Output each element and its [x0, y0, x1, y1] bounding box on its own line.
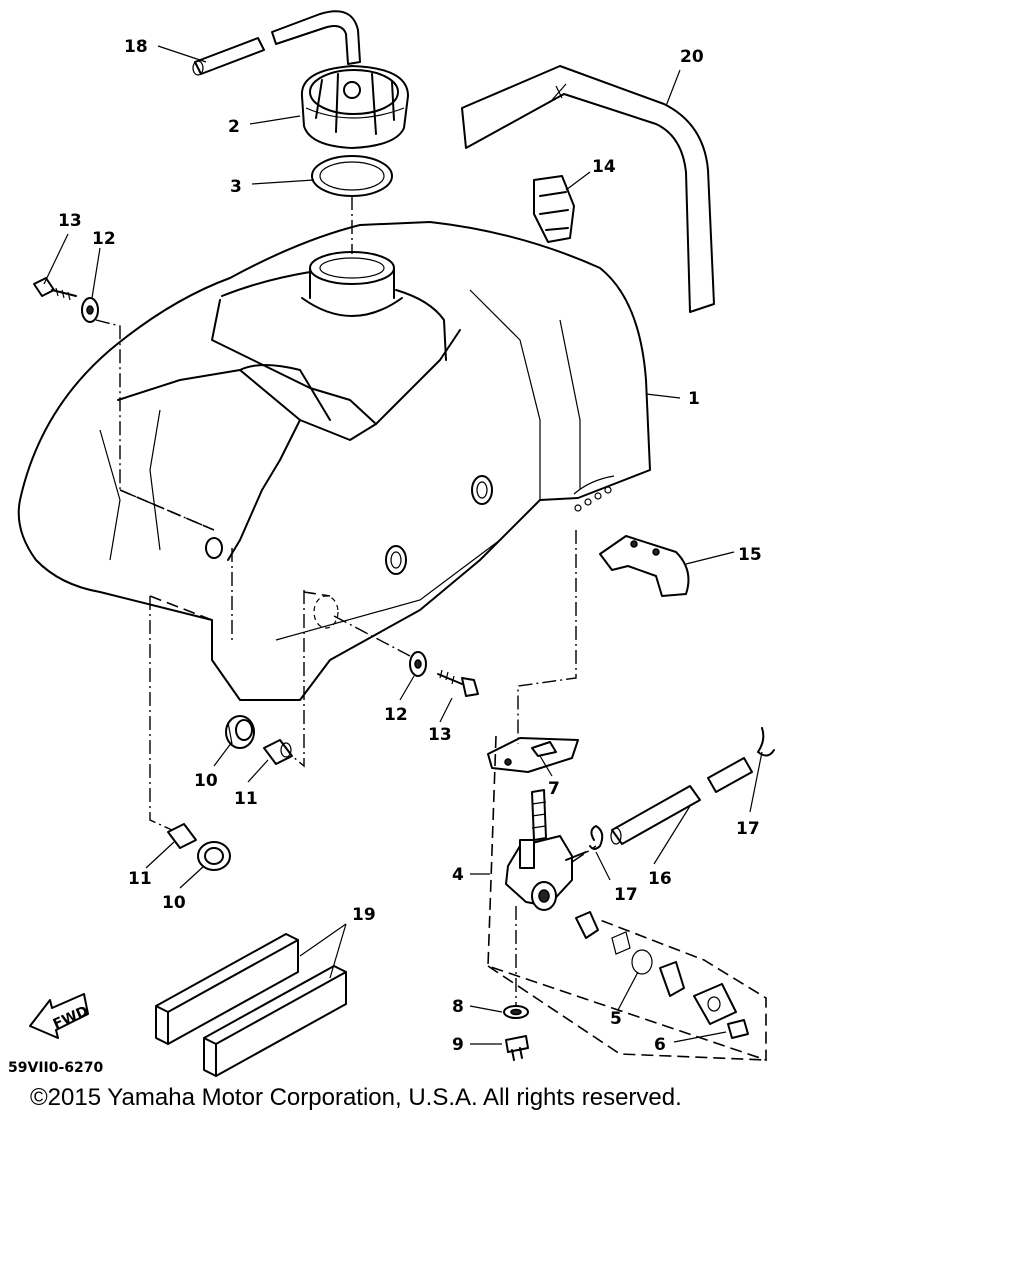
part-17-hose-clip-upper [757, 727, 775, 757]
part-12-washer-upper [81, 297, 99, 323]
part-4-fuel-cock-assembly [487, 735, 767, 1062]
callout-1: 1 [688, 389, 700, 409]
callout-2: 2 [228, 117, 240, 137]
part-15-bracket [599, 535, 690, 597]
callout-15: 15 [738, 545, 762, 565]
callout-14: 14 [592, 157, 616, 177]
callout-7: 7 [548, 779, 560, 799]
part-17-hose-clip-lower [589, 825, 604, 850]
part-3-cap-gasket [311, 155, 393, 197]
callout-5: 5 [610, 1009, 622, 1029]
callout-labels: 18 2 3 20 14 13 12 1 15 12 13 10 11 11 1… [58, 37, 762, 1055]
callout-13-lower: 13 [428, 725, 452, 745]
fwd-arrow-icon: FWD [29, 993, 91, 1039]
copyright-notice: ©2015 Yamaha Motor Corporation, U.S.A. A… [30, 1084, 682, 1111]
callout-10-lower: 10 [162, 893, 186, 913]
part-13-bolt-upper [33, 277, 77, 301]
part-10-grommet-upper [225, 715, 255, 749]
callout-9: 9 [452, 1035, 464, 1055]
part-11-collar-upper [263, 739, 293, 765]
callout-11-lower: 11 [128, 869, 152, 889]
assembly-guide-lines [95, 196, 597, 1006]
callout-19: 19 [352, 905, 376, 925]
part-10-grommet-lower [197, 841, 231, 871]
part-11-collar-lower [167, 823, 197, 849]
callout-11-upper: 11 [234, 789, 258, 809]
callout-18: 18 [124, 37, 148, 57]
part-1-fuel-tank [17, 221, 651, 701]
callout-17-lower: 17 [614, 885, 638, 905]
callout-leaders [43, 45, 763, 1045]
callout-4: 4 [452, 865, 464, 885]
drawing-code: 59VII0-6270 [8, 1060, 104, 1076]
part-16-fuel-hose [610, 757, 753, 845]
part-20-tank-strap [461, 65, 715, 313]
callout-13-upper: 13 [58, 211, 82, 231]
callout-16: 16 [648, 869, 672, 889]
callout-8: 8 [452, 997, 464, 1017]
callout-10-upper: 10 [194, 771, 218, 791]
part-12-washer-lower [409, 651, 427, 677]
callout-20: 20 [680, 47, 704, 67]
part-2-fuel-cap [300, 65, 409, 149]
part-19-foam-blocks [155, 933, 347, 1077]
part-14-strap-clip [533, 175, 575, 243]
callout-3: 3 [230, 177, 242, 197]
part-13-bolt-lower [437, 669, 479, 697]
callout-17-upper: 17 [736, 819, 760, 839]
callout-6: 6 [654, 1035, 666, 1055]
part-18-breather-hose [192, 10, 361, 76]
callout-12-upper: 12 [92, 229, 116, 249]
callout-12-lower: 12 [384, 705, 408, 725]
